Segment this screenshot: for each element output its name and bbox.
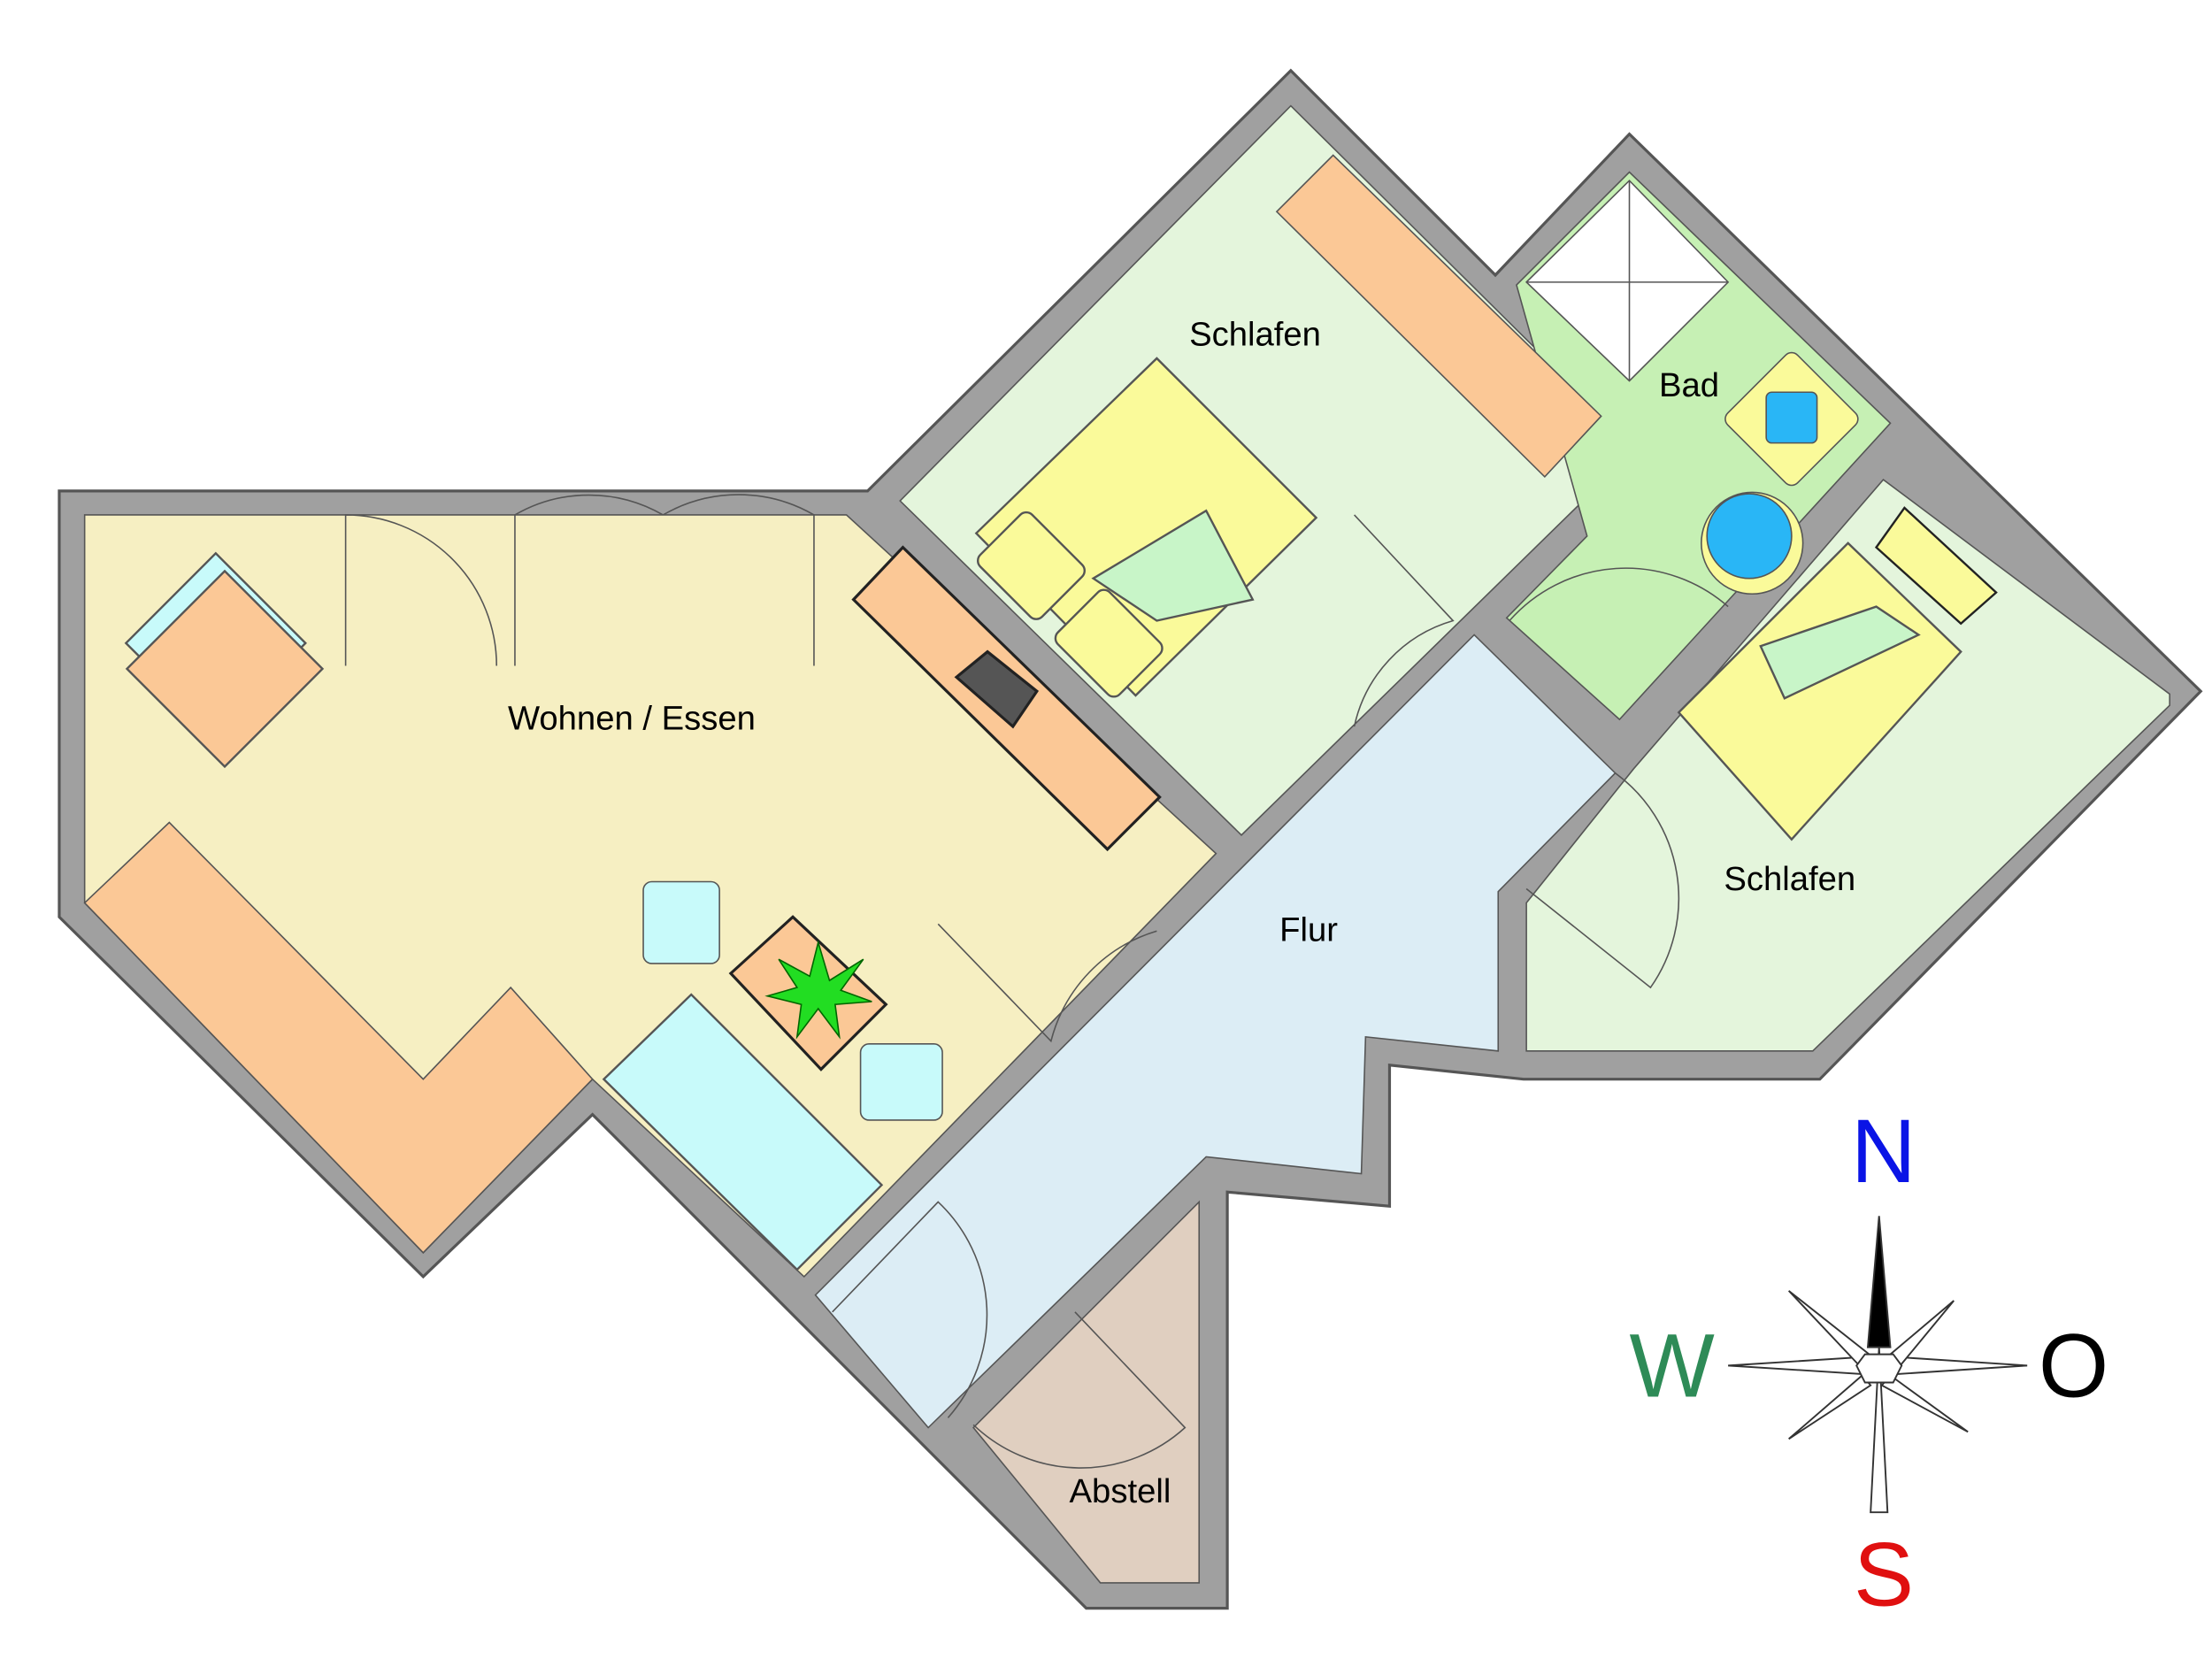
room-label-storage: Abstell xyxy=(1070,1472,1171,1510)
compass-west: W xyxy=(1630,1315,1715,1416)
armchair xyxy=(859,1043,943,1121)
wardrobe xyxy=(1275,154,1602,479)
dining-set xyxy=(124,551,325,769)
compass-south: S xyxy=(1854,1524,1914,1624)
room-storage xyxy=(972,1200,1201,1584)
single-bed xyxy=(1677,506,1998,841)
compass-east: O xyxy=(2039,1315,2108,1416)
tv-sideboard xyxy=(851,545,1162,852)
room-label-hall: Flur xyxy=(1279,910,1338,949)
doors xyxy=(344,494,1729,1469)
plant-icon xyxy=(764,940,872,1040)
shower xyxy=(1525,179,1730,382)
kitchen-counter xyxy=(83,821,594,1254)
sofa xyxy=(602,993,884,1271)
washbasin xyxy=(1724,351,1859,487)
compass-rose-icon xyxy=(1728,1216,2028,1514)
compass-north: N xyxy=(1851,1101,1916,1202)
armchair xyxy=(642,880,720,964)
toilet xyxy=(1701,491,1804,595)
room-label-living: Wohnen / Essen xyxy=(508,699,756,737)
double-bed xyxy=(974,357,1318,698)
room-hall xyxy=(814,634,1617,1429)
room-label-bedroom-top: Schlafen xyxy=(1189,316,1321,354)
room-label-bedroom-right: Schlafen xyxy=(1724,860,1855,898)
room-label-bath: Bad xyxy=(1659,366,1719,404)
coffee-table xyxy=(728,915,888,1071)
